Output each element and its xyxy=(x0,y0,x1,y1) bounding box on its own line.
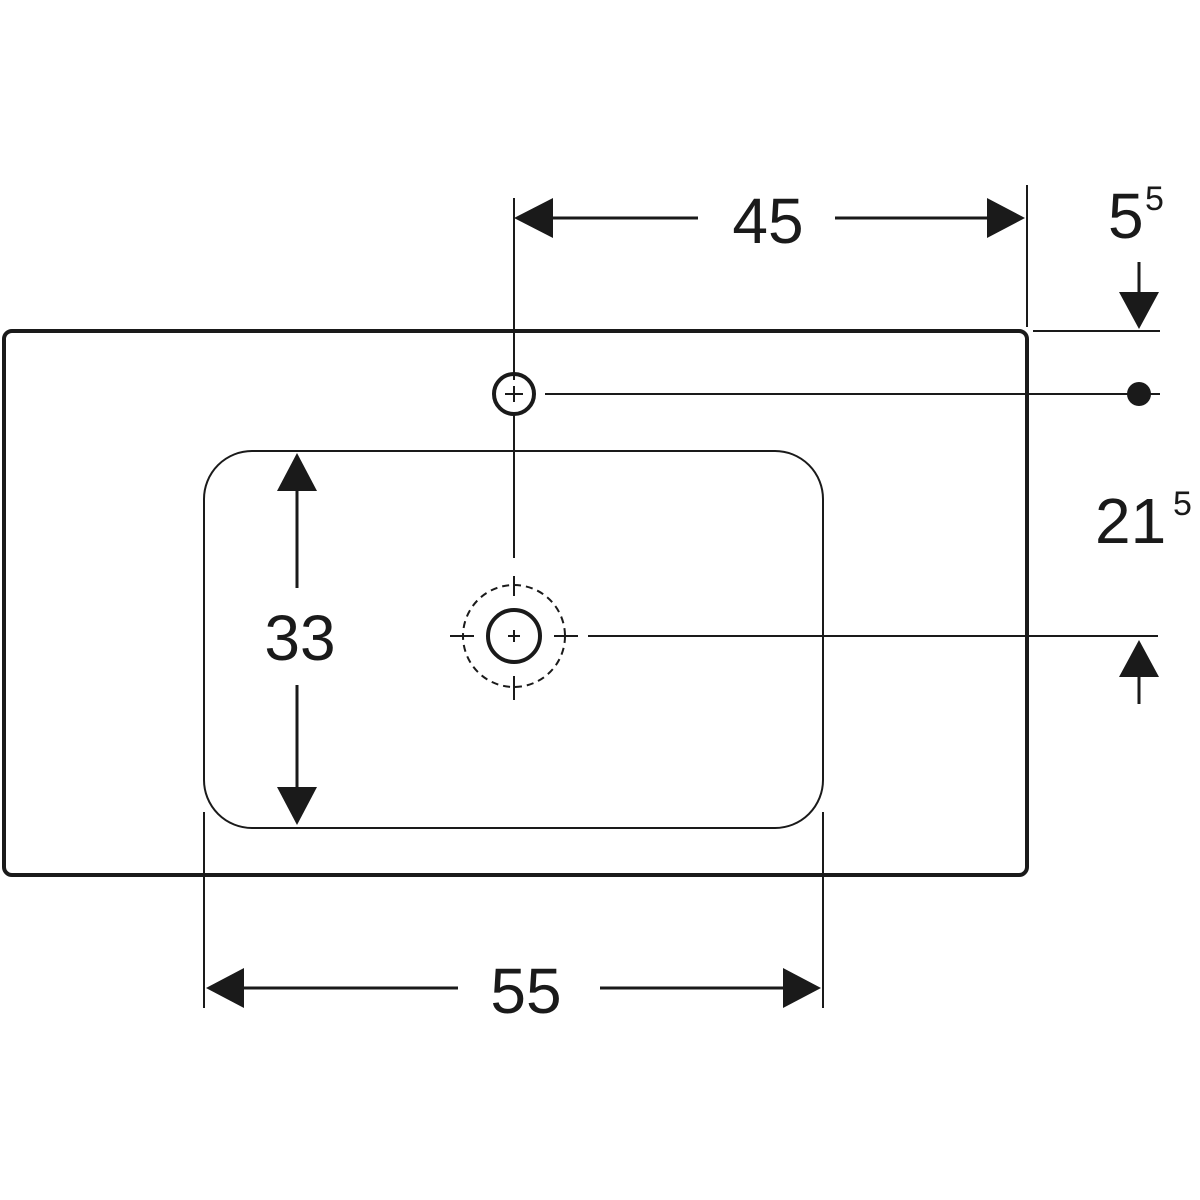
label-33: 33 xyxy=(264,602,335,674)
washbasin-outline xyxy=(2,329,1029,877)
label-5-sup: 5 xyxy=(1145,180,1164,218)
tap-hole xyxy=(492,198,1160,558)
dimension-55: 55 xyxy=(203,812,824,1027)
arrow-down xyxy=(277,787,317,825)
label-5-main: 5 xyxy=(1108,180,1144,252)
arrow-right xyxy=(987,198,1025,238)
arrow-right xyxy=(783,968,821,1008)
drain xyxy=(450,576,1158,700)
arrow-down xyxy=(1119,292,1159,329)
arrow-left xyxy=(206,968,244,1008)
label-21-sup: 5 xyxy=(1173,485,1192,523)
tap-hole-marker xyxy=(1127,382,1151,406)
label-21-main: 21 xyxy=(1095,485,1166,557)
dimension-21-5: 21 5 xyxy=(1095,485,1192,704)
drain-inner-circle xyxy=(486,608,542,664)
dimension-33: 33 xyxy=(264,453,336,825)
label-55: 55 xyxy=(490,955,561,1027)
dimension-45: 45 xyxy=(514,185,1028,327)
arrow-up xyxy=(277,453,317,491)
arrow-up xyxy=(1119,640,1159,677)
label-45: 45 xyxy=(732,185,803,257)
arrow-left xyxy=(514,198,553,238)
dimension-5-5: 5 5 xyxy=(1033,180,1164,406)
